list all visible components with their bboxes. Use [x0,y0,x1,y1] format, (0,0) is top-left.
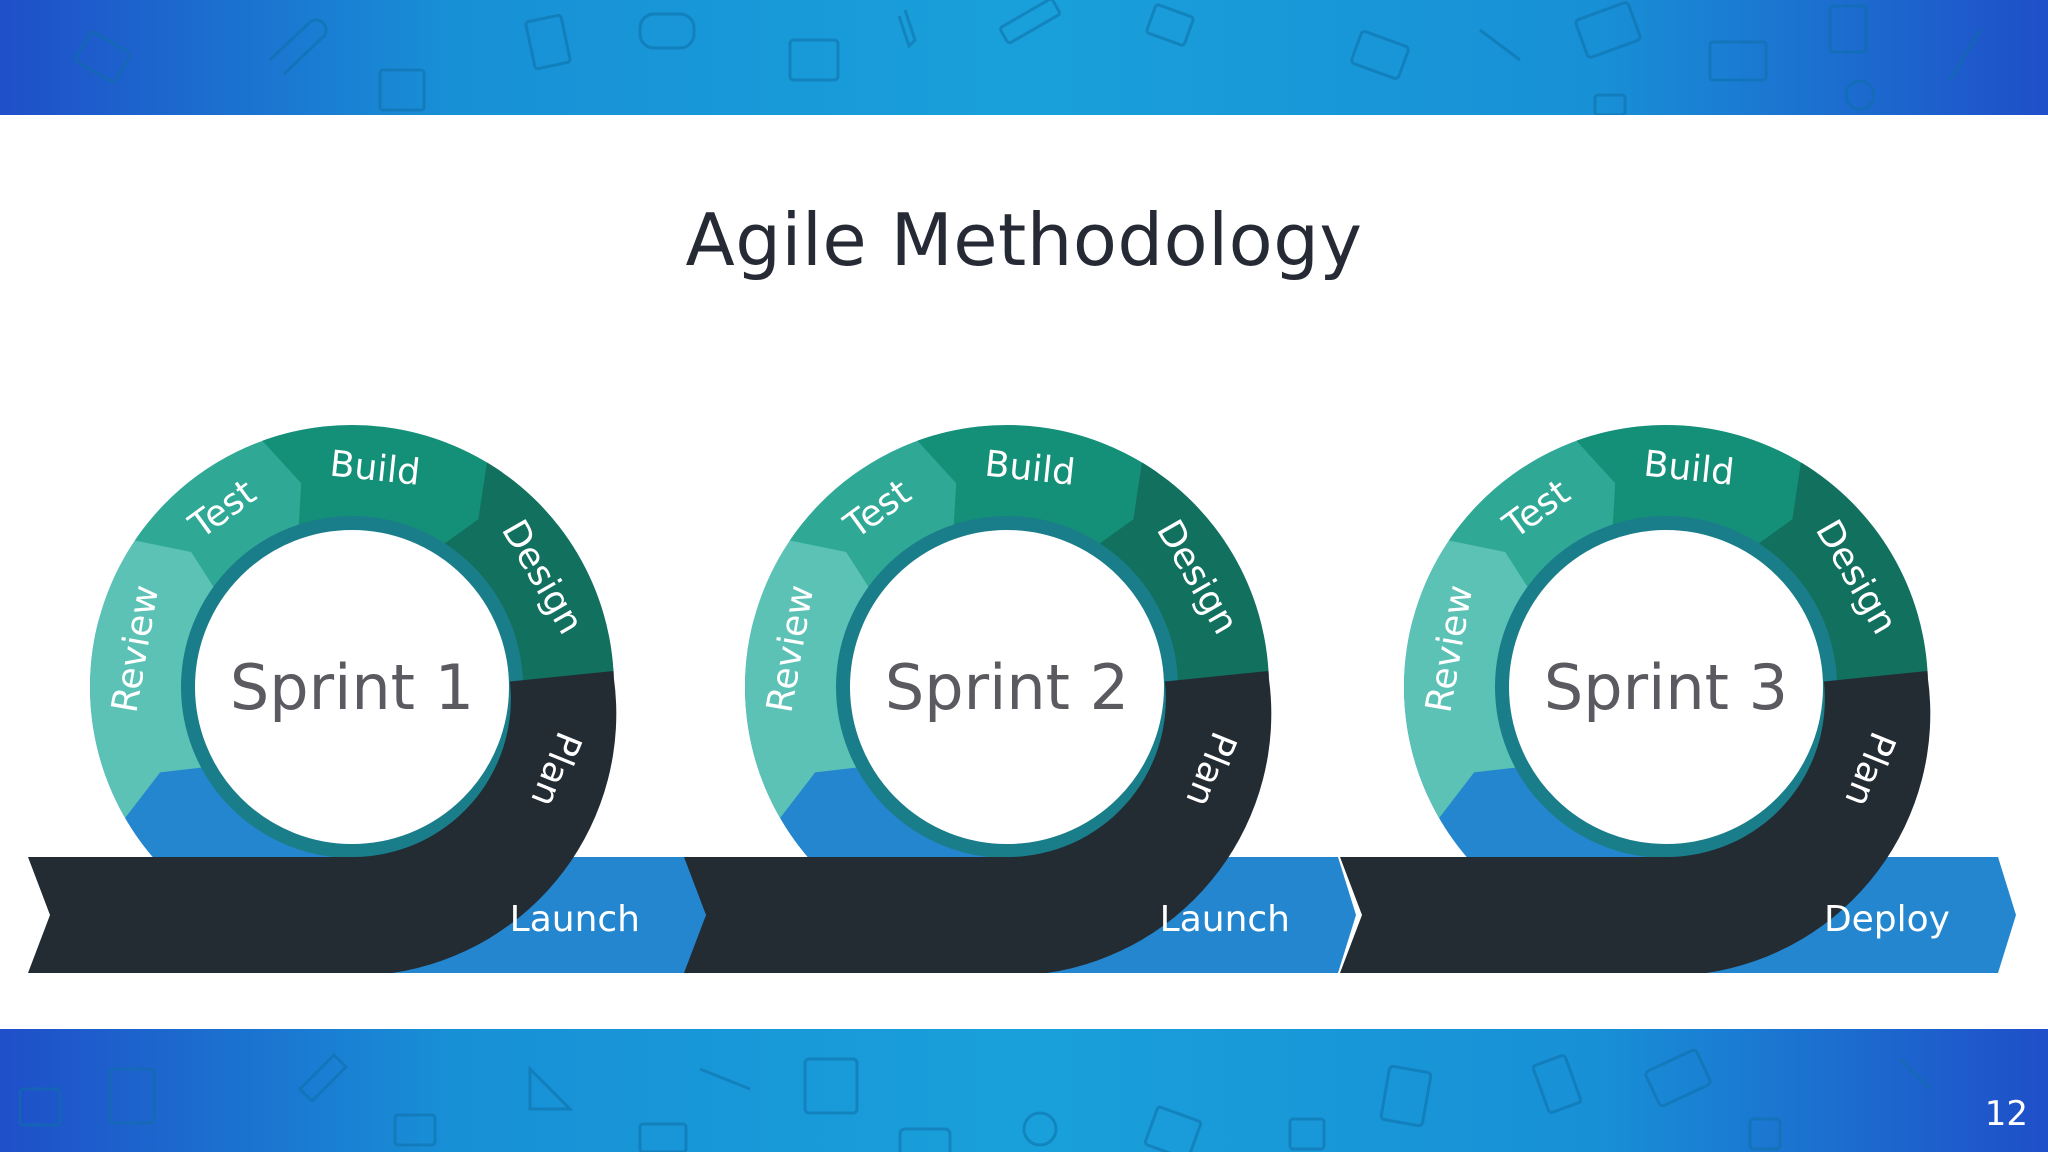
launch-label: Deploy [1824,899,1950,940]
footer-band: 12 [0,1029,2048,1152]
doodle-pattern-bottom [0,1029,2048,1152]
page-number: 12 [1985,1094,2028,1134]
sprint-name: Sprint 2 [885,651,1129,724]
sprint-name: Sprint 3 [1544,651,1788,724]
launch-label: Launch [510,899,640,940]
sprint-name: Sprint 1 [230,651,474,724]
launch-label: Launch [1160,899,1290,940]
